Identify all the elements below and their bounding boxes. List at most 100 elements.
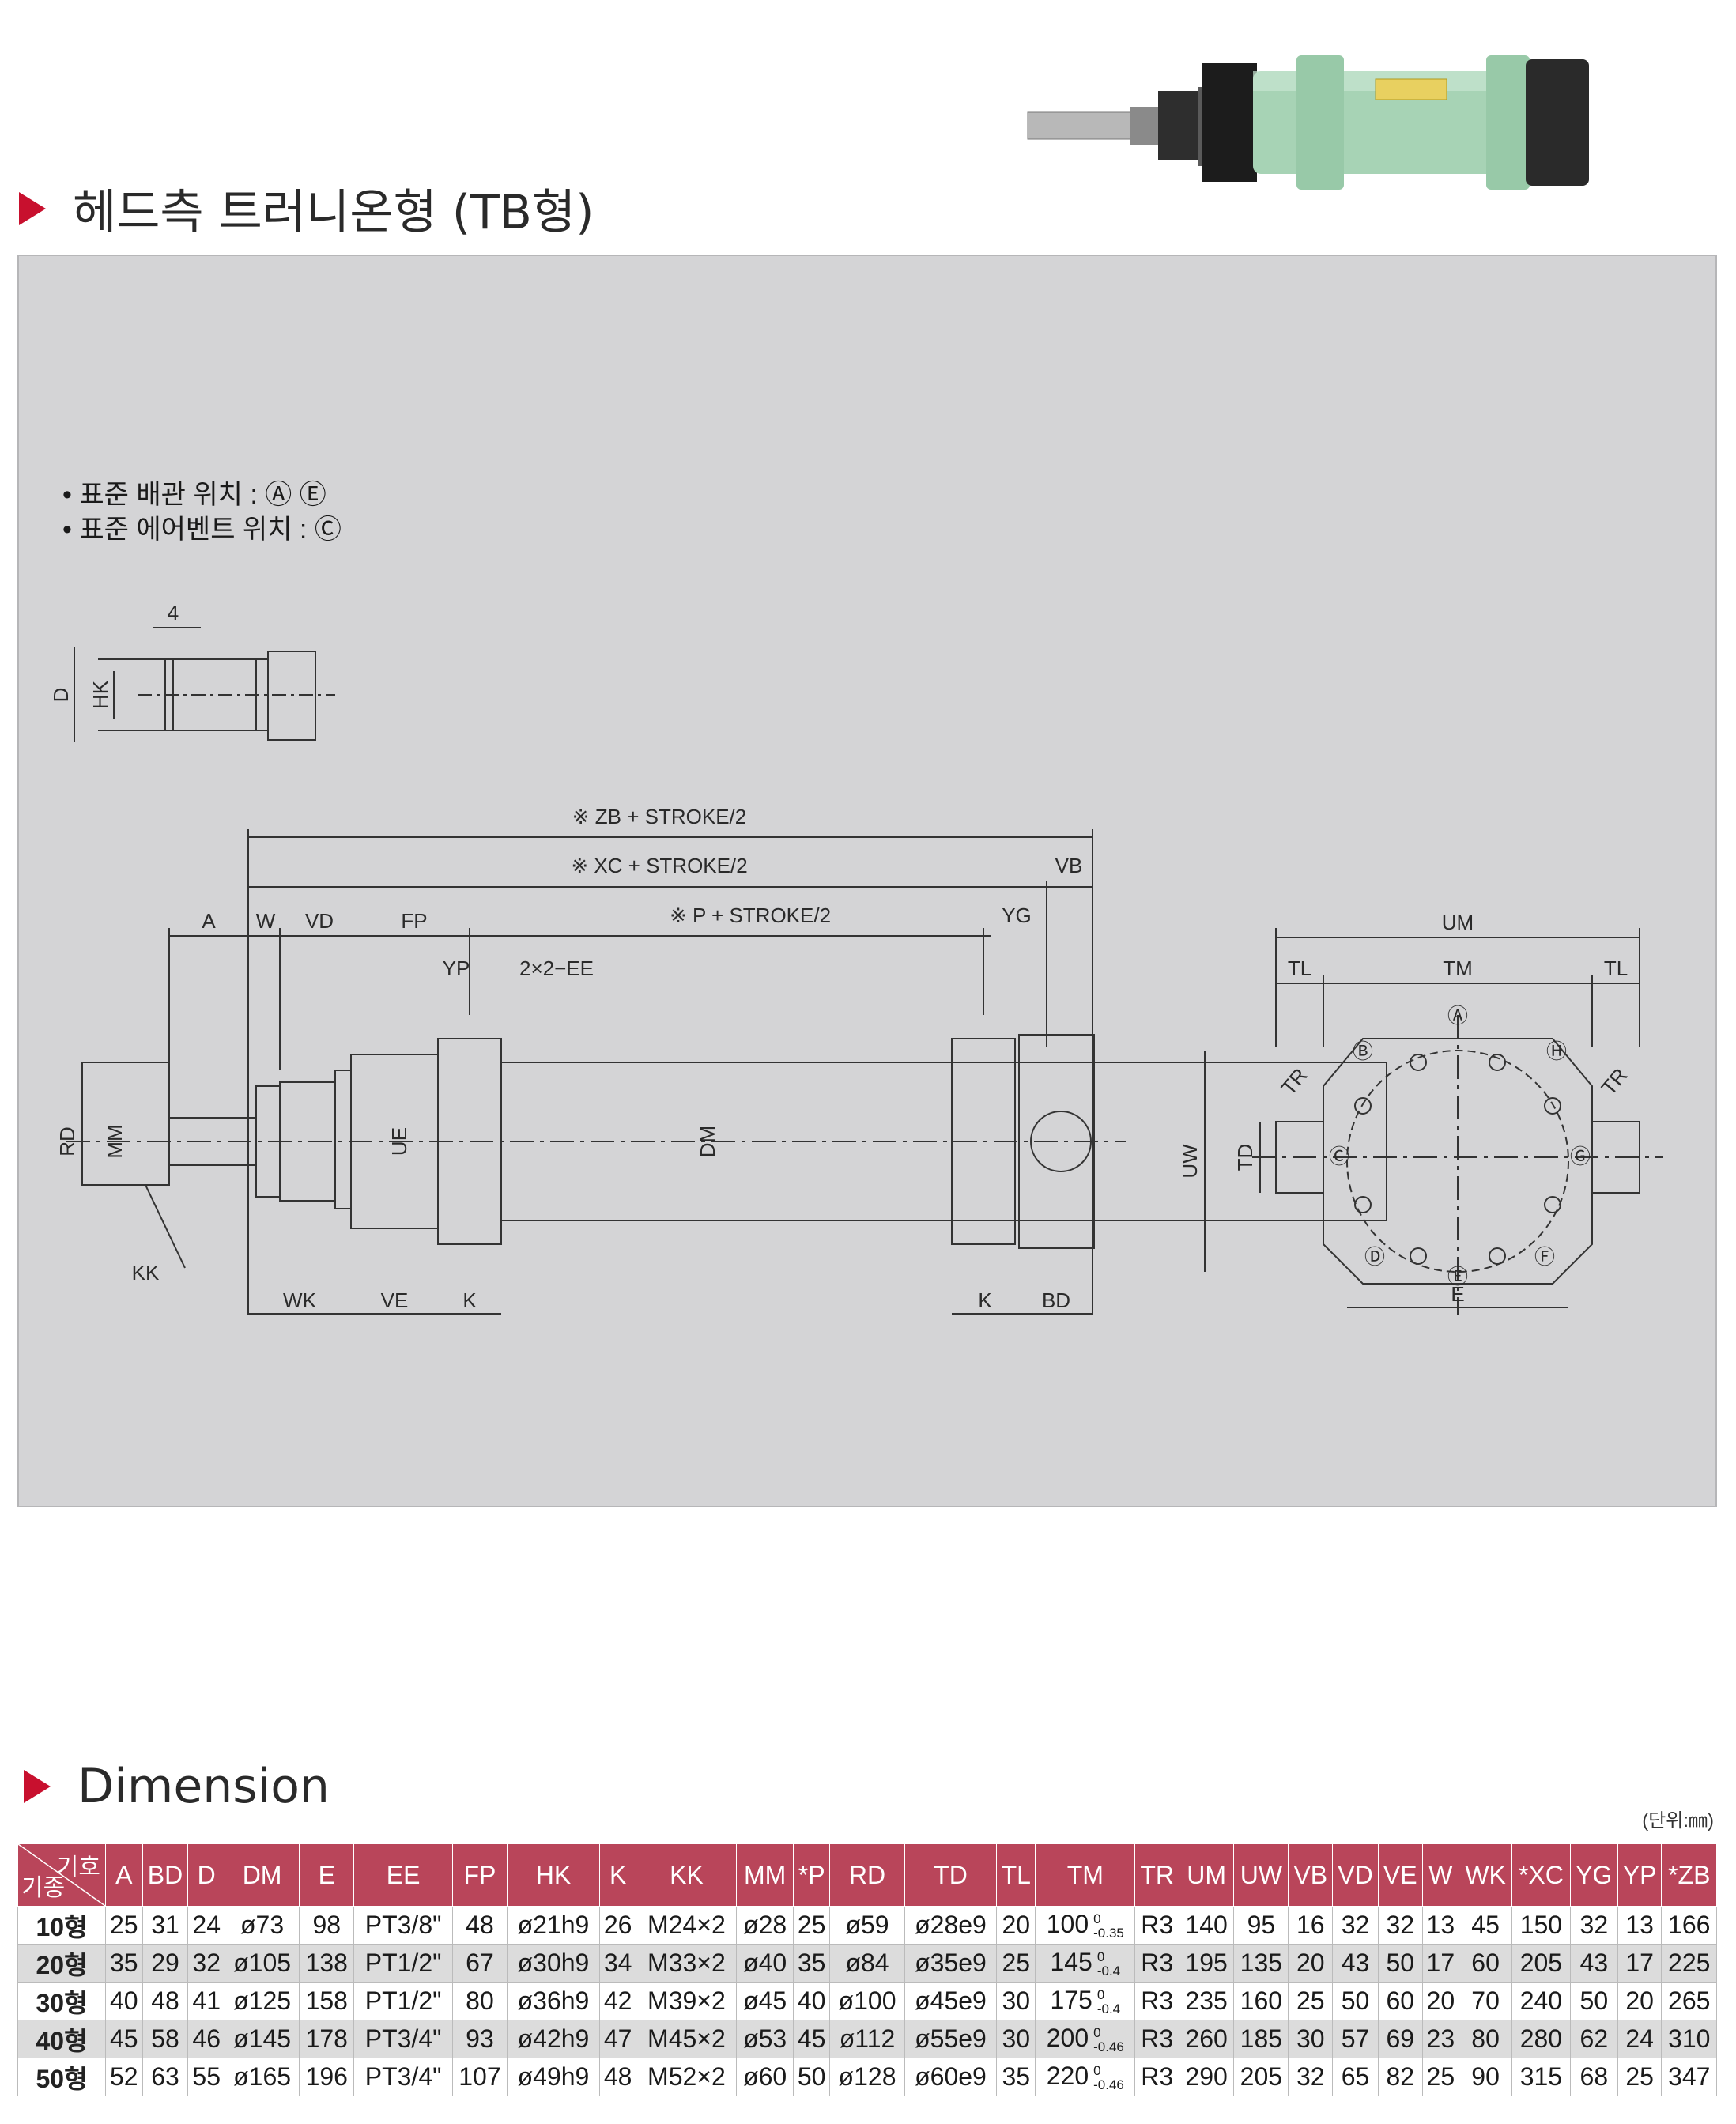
- cell-k: 26: [598, 1906, 637, 1945]
- cell-vd: 43: [1332, 1944, 1379, 1983]
- cell-td: ø45e9: [904, 1982, 998, 2020]
- cell-yp: 17: [1617, 1944, 1662, 1983]
- cell-e: 196: [299, 2058, 355, 2096]
- drawing-notes: • 표준 배관 위치 : Ⓐ Ⓔ • 표준 에어벤트 위치 : Ⓒ: [62, 477, 342, 547]
- cell-w: 20: [1421, 1982, 1460, 2020]
- cell-ee: PT1/2": [353, 1982, 453, 2020]
- label-yp: YP: [443, 956, 470, 980]
- label-uw: UW: [1178, 1144, 1202, 1179]
- cell-wk: 70: [1459, 1982, 1513, 2020]
- column-header-dm: DM: [225, 1843, 300, 1907]
- cell-xc: 205: [1511, 1944, 1571, 1983]
- model-cell: 50형: [17, 2058, 106, 2096]
- column-header-e: E: [299, 1843, 355, 1907]
- label-td: TD: [1233, 1144, 1257, 1171]
- cell-e: 158: [299, 1982, 355, 2020]
- cell-vd: 65: [1332, 2058, 1379, 2096]
- cell-yp: 25: [1617, 2058, 1662, 2096]
- cell-zb: 225: [1661, 1944, 1717, 1983]
- label-um: UM: [1442, 911, 1474, 934]
- cell-td: ø55e9: [904, 2020, 998, 2058]
- label-d: D: [49, 688, 73, 703]
- column-header-mm: MM: [736, 1843, 794, 1907]
- cell-yp: 20: [1617, 1982, 1662, 2020]
- port-g: Ⓖ: [1570, 1145, 1591, 1168]
- tm-tolerance-lower: -0.46: [1093, 2039, 1124, 2054]
- cell-xc: 240: [1511, 1982, 1571, 2020]
- column-header-uw: UW: [1233, 1843, 1289, 1907]
- tm-tolerance: 0-0.4: [1096, 1986, 1121, 2016]
- cell-dm: ø125: [225, 1982, 300, 2020]
- cell-vb: 32: [1288, 2058, 1334, 2096]
- cell-uw: 160: [1233, 1982, 1289, 2020]
- column-header-k: K: [598, 1843, 637, 1907]
- cell-mm: ø40: [736, 1944, 794, 1983]
- tm-tolerance: 0-0.35: [1093, 1911, 1124, 1941]
- cell-uw: 205: [1233, 2058, 1289, 2096]
- tm-tolerance-upper: 0: [1096, 1986, 1105, 2002]
- cell-zb: 265: [1661, 1982, 1717, 2020]
- page-title: 헤드측 트러니온형 (TB형): [73, 185, 594, 240]
- column-header-yg: YG: [1569, 1843, 1618, 1907]
- cell-ee: PT3/8": [353, 1906, 453, 1945]
- cell-vb: 16: [1288, 1906, 1334, 1945]
- model-cell: 10형: [17, 1906, 106, 1945]
- cell-bd: 58: [142, 2020, 189, 2058]
- cell-hk: ø21h9: [507, 1906, 600, 1945]
- port-h: Ⓗ: [1546, 1039, 1567, 1063]
- tm-tolerance-lower: -0.4: [1096, 2001, 1121, 2016]
- cell-rd: ø112: [829, 2020, 905, 2058]
- cell-td: ø35e9: [904, 1944, 998, 1983]
- triangle-bullet-icon: [24, 1770, 51, 1803]
- column-header-hk: HK: [507, 1843, 600, 1907]
- port-a: Ⓐ: [1447, 1004, 1468, 1028]
- cell-hk: ø49h9: [507, 2058, 600, 2096]
- cell-vd: 32: [1332, 1906, 1379, 1945]
- cell-tr: R3: [1134, 2020, 1179, 2058]
- cell-fp: 93: [451, 2020, 508, 2058]
- label-hk: HK: [89, 680, 112, 709]
- column-header-rd: RD: [829, 1843, 905, 1907]
- cell-td: ø60e9: [904, 2058, 998, 2096]
- section-title-dimension: Dimension: [24, 1759, 330, 1814]
- cell-wk: 90: [1459, 2058, 1513, 2096]
- drawing-svg: ※ ZB + STROKE/2 ※ XC + STROKE/2 ※ P + ST…: [49, 601, 1663, 1315]
- cell-kk: M52×2: [636, 2058, 738, 2096]
- cell-tl: 30: [996, 1982, 1036, 2020]
- tm-tolerance-upper: 0: [1096, 1949, 1105, 1964]
- cell-a: 52: [105, 2058, 143, 2096]
- column-header-um: UM: [1178, 1843, 1235, 1907]
- cell-ve: 50: [1377, 1944, 1423, 1983]
- tm-tolerance-upper: 0: [1093, 2024, 1101, 2040]
- cell-um: 290: [1178, 2058, 1235, 2096]
- cell-bd: 63: [142, 2058, 189, 2096]
- label-fp: FP: [401, 909, 427, 933]
- label-k-right: K: [978, 1288, 992, 1312]
- cell-w: 25: [1421, 2058, 1460, 2096]
- tm-value: 200: [1046, 2024, 1089, 2053]
- tm-tolerance-lower: -0.35: [1093, 1925, 1124, 1941]
- cell-bd: 31: [142, 1906, 189, 1945]
- cell-rd: ø59: [829, 1906, 905, 1945]
- cell-ve: 60: [1377, 1982, 1423, 2020]
- cell-k: 42: [598, 1982, 637, 2020]
- cell-wk: 80: [1459, 2020, 1513, 2058]
- cell-kk: M33×2: [636, 1944, 738, 1983]
- dimension-title: Dimension: [77, 1759, 330, 1814]
- cell-rd: ø100: [829, 1982, 905, 2020]
- cell-fp: 48: [451, 1906, 508, 1945]
- column-header-bd: BD: [142, 1843, 189, 1907]
- port-d: Ⓓ: [1364, 1245, 1385, 1269]
- cell-fp: 107: [451, 2058, 508, 2096]
- cell-tr: R3: [1134, 1906, 1179, 1945]
- cell-yp: 13: [1617, 1906, 1662, 1945]
- cell-ve: 82: [1377, 2058, 1423, 2096]
- tm-tolerance-upper: 0: [1093, 1911, 1101, 1926]
- note-piping: • 표준 배관 위치 : Ⓐ Ⓔ: [62, 480, 326, 510]
- cell-e: 138: [299, 1944, 355, 1983]
- column-header-kk: KK: [636, 1843, 738, 1907]
- label-e: E: [1451, 1282, 1464, 1306]
